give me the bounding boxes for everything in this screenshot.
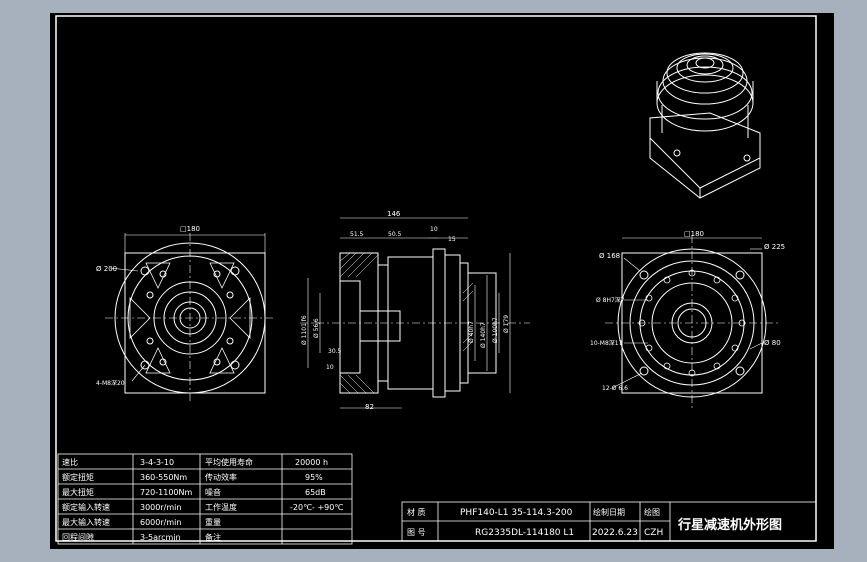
tb-drawing-title: 行星减速机外形图 [677,517,782,533]
side-dim-146: 146 [387,210,401,218]
side-dim-515: 51.5 [350,231,364,238]
spec-cell: 传动效率 [205,472,237,482]
front-label-dia200: Ø 200 [96,265,117,273]
spec-cell: 噪音 [205,487,221,497]
tb-drawing-no: RG2335DL-114180 L1 [475,528,574,538]
side-dim-505: 50.5 [388,231,402,238]
side-dim-305: 30.5 [328,348,342,355]
spec-cell: 360-550Nm [140,473,187,482]
rear-label-holes1: Ø 8H7深7 [596,296,625,304]
side-dim-10b: 10 [326,364,334,371]
spec-table [57,453,353,545]
front-label-c180: □180 [180,225,200,233]
drawing-canvas: □180 Ø 200 4-M8深20 [50,13,834,549]
spec-cell: 平均使用寿命 [205,457,253,467]
side-dim-82: 82 [365,403,374,411]
tb-label-drawn: 绘图 [644,507,660,517]
side-dim-shaft: Ø 1101 f6 [301,315,308,345]
side-dim-179: Ø 179 [503,315,510,333]
side-view [300,217,530,409]
tb-label-drawing-no: 图 号 [407,528,426,537]
tb-drawer: CZH [644,528,663,538]
tb-label-date: 绘制日期 [593,507,625,517]
spec-cell: 回程间隙 [62,532,94,542]
spec-cell: -20℃- +90℃ [290,503,343,512]
front-label-holes: 4-M8深20 [96,379,125,387]
spec-cell: 65dB [305,488,326,497]
spec-cell: 3000r/min [140,503,181,512]
spec-cell: 20000 h [295,458,328,467]
rear-label-225: Ø 225 [764,243,785,251]
spec-table-text: 速比 3-4-3-10 平均使用寿命 20000 h 额定扭矩 360-550N… [62,457,343,542]
spec-cell: 重量 [205,517,221,527]
spec-cell: 6000r/min [140,518,181,527]
side-dim-15: 15 [448,236,456,243]
spec-cell: 额定扭矩 [62,472,94,482]
front-view [105,233,275,403]
title-block-text: 材 质 PHF140-L1 35-114.3-200 绘制日期 绘图 图 号 R… [407,507,782,538]
spec-cell: 最大扭矩 [62,487,94,497]
spec-cell: 工作温度 [205,502,237,512]
rear-label-holes2: 10-M8深17 [590,339,623,347]
spec-cell: 95% [305,473,323,482]
spec-cell: 最大输入转速 [62,517,110,527]
spec-cell: 备注 [205,532,221,542]
side-dim-56: Ø 56j6 [313,318,320,338]
side-dim-140: Ø 140h7 [480,322,487,348]
drawing-svg: □180 Ø 200 4-M8深20 [55,15,817,545]
spec-cell: 额定输入转速 [62,502,110,512]
spec-cell: 3-5arcmin [140,533,181,542]
side-dim-100: Ø 100h7 [492,317,499,343]
rear-label-168: Ø 168 [599,252,620,260]
title-block [401,501,817,542]
spec-cell: 3-4-3-10 [140,458,174,467]
spec-cell: 速比 [62,457,78,467]
side-dim-40: Ø 40h7 [468,321,475,343]
rear-view [605,235,780,411]
tb-label-material: 材 质 [407,507,426,517]
rear-label-80: Ø 80 [764,339,781,347]
tb-date: 2022.6.23 [592,528,638,538]
tb-model: PHF140-L1 35-114.3-200 [460,508,573,518]
rear-label-holes3: 12-Ø 6.6 [602,385,628,392]
rear-label-c180: □180 [684,230,704,238]
spec-cell: 720-1100Nm [140,488,193,497]
side-dim-10: 10 [430,226,438,233]
iso-view [649,52,761,199]
